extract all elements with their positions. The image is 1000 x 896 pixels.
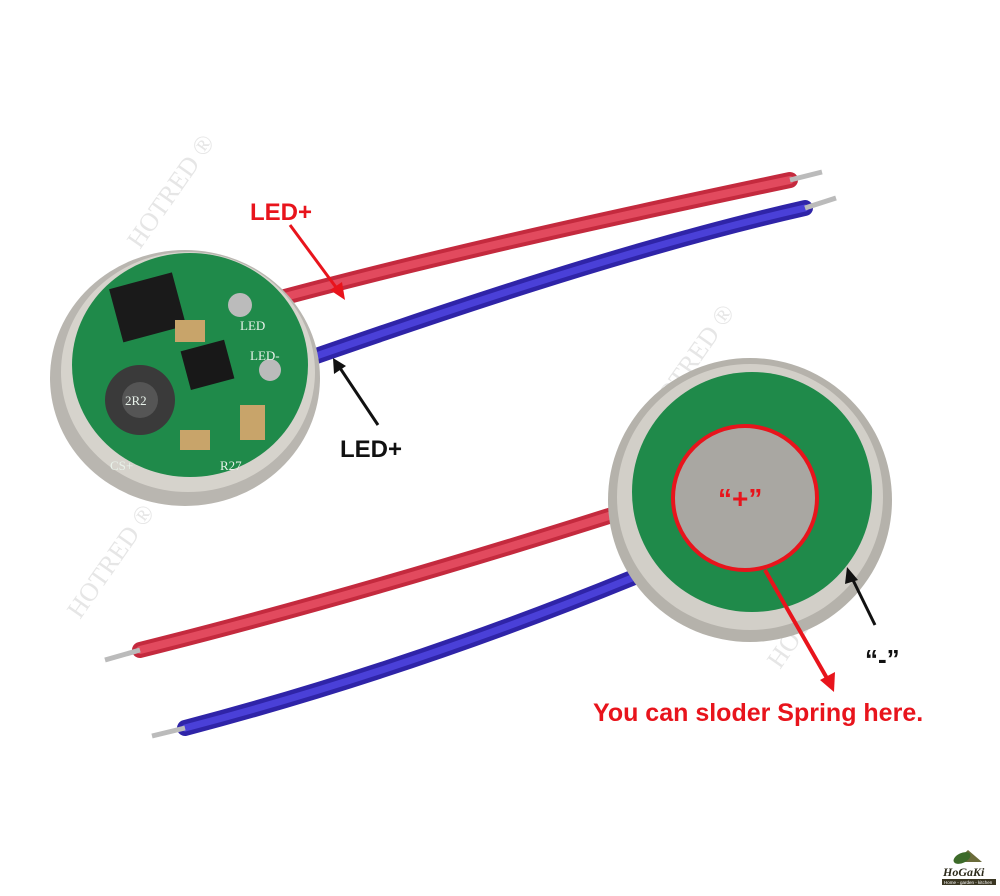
silkscreen-led-minus: LED- <box>250 348 280 363</box>
hogaki-logo: HoGaKi Home - garden - kitchen <box>942 850 996 885</box>
right-wires <box>104 507 640 739</box>
watermark: HOTRED ® <box>61 499 160 624</box>
minus-marker-label: “-” <box>865 644 900 674</box>
plus-marker-label: “+” <box>718 483 762 514</box>
logo-name: HoGaKi <box>942 865 985 879</box>
silkscreen-cs: CS+ <box>110 458 133 473</box>
left-wires <box>247 169 837 380</box>
annotation-arrows <box>288 224 877 692</box>
logo-tagline: Home - garden - kitchen <box>944 880 993 885</box>
silkscreen-2r2: 2R2 <box>125 393 147 408</box>
watermark: HOTRED ® <box>121 129 220 254</box>
silkscreen-led: LED <box>240 318 265 333</box>
led-plus-black-label: LED+ <box>340 436 402 463</box>
led-driver-board-back <box>608 358 892 642</box>
spring-note-label: You can sloder Spring here. <box>593 699 923 727</box>
silkscreen-r27: R27 <box>220 458 242 473</box>
led-driver-board-front: R27 CS+ LED LED- 2R2 <box>50 250 320 506</box>
led-plus-red-label: LED+ <box>250 199 312 226</box>
